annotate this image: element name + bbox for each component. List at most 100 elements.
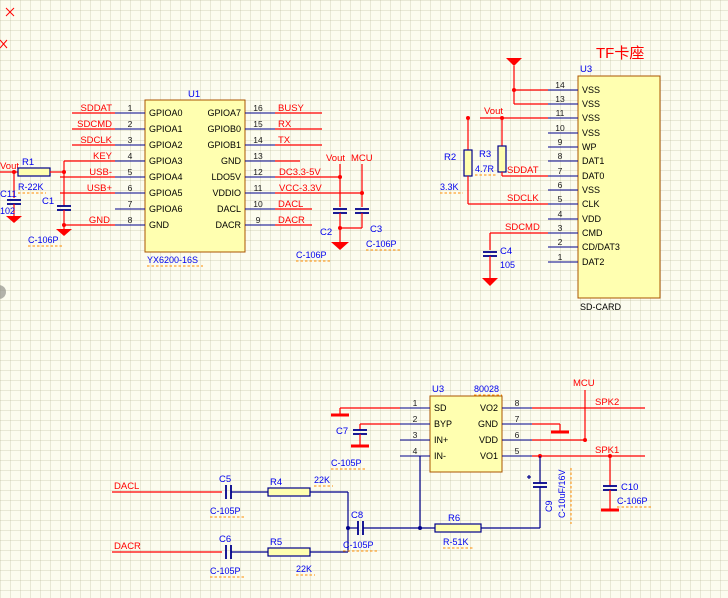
r5-value[interactable]: 22K: [296, 564, 312, 574]
r1-ref[interactable]: R1: [22, 157, 34, 168]
net-label[interactable]: VCC-3.3V: [279, 183, 322, 194]
power-label[interactable]: MCU: [351, 153, 373, 164]
r4-ref[interactable]: R4: [270, 477, 282, 488]
net-label[interactable]: DC3.3-5V: [279, 167, 321, 178]
pin-number: 15: [253, 119, 263, 129]
sdcard-part[interactable]: SD-CARD: [580, 302, 622, 312]
net-label[interactable]: GND: [89, 215, 110, 226]
net-label[interactable]: DACR: [278, 215, 305, 226]
c11-ref[interactable]: C11: [0, 189, 17, 200]
pin-number: 7: [558, 166, 563, 176]
power-label[interactable]: Vout: [484, 106, 503, 117]
c3-ref[interactable]: C3: [370, 224, 382, 235]
resistor-r4[interactable]: [267, 487, 311, 497]
r1-value[interactable]: R-22K: [18, 182, 44, 192]
r6-value[interactable]: R-51K: [443, 537, 469, 547]
c2-ref[interactable]: C2: [320, 227, 332, 238]
net-label[interactable]: SDCLK: [80, 135, 112, 146]
net-label[interactable]: TX: [278, 135, 291, 146]
c6-ref[interactable]: C6: [219, 534, 231, 545]
amp-body[interactable]: [429, 395, 503, 473]
r2-value[interactable]: 3.3K: [440, 182, 459, 192]
c10-ref[interactable]: C10: [621, 482, 638, 493]
resistor-r5[interactable]: [267, 547, 311, 557]
c4-value[interactable]: 105: [500, 260, 515, 270]
section-title[interactable]: TF卡座: [596, 45, 644, 62]
net-label[interactable]: USB-: [89, 167, 112, 178]
u1-part[interactable]: YX6200-16S: [147, 255, 198, 265]
c4-ref[interactable]: C4: [500, 246, 512, 257]
power-label[interactable]: Vout: [326, 153, 345, 164]
gnd-symbol[interactable]: [6, 216, 22, 223]
amp-component[interactable]: U3 80028 1 2 3 4 8 7 6 5 SD BYP IN+ IN- …: [400, 384, 532, 473]
net-label[interactable]: RX: [278, 119, 292, 130]
net-label[interactable]: DACL: [278, 199, 303, 210]
resistor-r6[interactable]: [434, 523, 482, 533]
amp-part[interactable]: 80028: [474, 384, 499, 394]
pin-number: 7: [515, 414, 520, 424]
net-label[interactable]: SDCMD: [77, 119, 112, 130]
c5-ref[interactable]: C5: [219, 474, 231, 485]
pin-name: VSS: [582, 99, 600, 109]
pin-name: GPIOB0: [207, 124, 241, 134]
c9-ref[interactable]: C9: [544, 500, 554, 512]
pin-number: 6: [128, 183, 133, 193]
c10-value[interactable]: C-106P: [617, 496, 648, 506]
net-label[interactable]: SDCLK: [507, 193, 539, 204]
resistor-r3[interactable]: [497, 145, 507, 173]
pin-number: 6: [558, 180, 563, 190]
u1-body[interactable]: [144, 99, 246, 253]
gnd-symbol[interactable]: [331, 242, 349, 250]
r3-value[interactable]: 4.7R: [475, 164, 495, 174]
resistor-r1[interactable]: [17, 167, 51, 177]
net-label[interactable]: DACR: [114, 541, 141, 552]
gnd-symbol[interactable]: [56, 229, 72, 236]
net-label[interactable]: SPK1: [595, 445, 619, 456]
net-label[interactable]: SDDAT: [507, 165, 539, 176]
c9-value[interactable]: C-10uF/16V: [557, 469, 567, 518]
pin-number: 5: [515, 446, 520, 456]
r4-value[interactable]: 22K: [314, 475, 330, 485]
net-label[interactable]: Vout: [0, 161, 19, 172]
resistor-r2[interactable]: [463, 149, 473, 177]
no-erc-marker: [0, 7, 15, 49]
amp-ref[interactable]: U3: [432, 384, 444, 395]
r2-ref[interactable]: R2: [444, 152, 456, 163]
c7-value[interactable]: C-105P: [331, 458, 362, 468]
sdcard-body[interactable]: [577, 75, 661, 299]
pin-number: 9: [256, 215, 261, 225]
c2-value[interactable]: C-106P: [296, 250, 327, 260]
u1-ref[interactable]: U1: [188, 89, 200, 100]
sdcard-component[interactable]: TF卡座 U3 SD-CARD 14 13 11 10 9 8 7 6 5 4 …: [548, 45, 661, 312]
pin-name: DAT0: [582, 171, 604, 181]
c11-value[interactable]: 102: [0, 206, 15, 216]
c8-ref[interactable]: C8: [351, 510, 363, 521]
net-label[interactable]: DACL: [114, 481, 139, 492]
net-label[interactable]: USB+: [87, 183, 113, 194]
net-label[interactable]: SDCMD: [505, 222, 540, 233]
pin-number: 11: [254, 183, 263, 193]
c1-value[interactable]: C-106P: [28, 235, 59, 245]
r3-ref[interactable]: R3: [479, 149, 491, 160]
c3-value[interactable]: C-106P: [366, 239, 397, 249]
sdcard-ref[interactable]: U3: [580, 64, 592, 75]
power-label[interactable]: MCU: [573, 378, 595, 389]
c8-value[interactable]: C-105P: [343, 540, 374, 550]
c6-value[interactable]: C-105P: [210, 566, 241, 576]
pin-number: 14: [253, 135, 263, 145]
c5-value[interactable]: C-105P: [210, 506, 241, 516]
r6-ref[interactable]: R6: [448, 513, 460, 524]
u1-component[interactable]: U1 YX6200-16S 1 2 3 4 5 6 7 8 GPIOA0 GPI…: [115, 89, 275, 267]
gnd-symbol[interactable]: [506, 58, 522, 66]
net-label[interactable]: SDDAT: [81, 103, 113, 114]
r5-ref[interactable]: R5: [270, 537, 282, 548]
net-label[interactable]: SPK2: [595, 397, 619, 408]
pin-number: 16: [253, 103, 263, 113]
pin-number: 4: [413, 446, 418, 456]
pin-number: 9: [558, 137, 563, 147]
net-label[interactable]: BUSY: [278, 103, 305, 114]
net-label[interactable]: KEY: [93, 151, 113, 162]
c7-ref[interactable]: C7: [336, 426, 348, 437]
gnd-symbol[interactable]: [482, 278, 498, 286]
c1-ref[interactable]: C1: [42, 196, 54, 207]
